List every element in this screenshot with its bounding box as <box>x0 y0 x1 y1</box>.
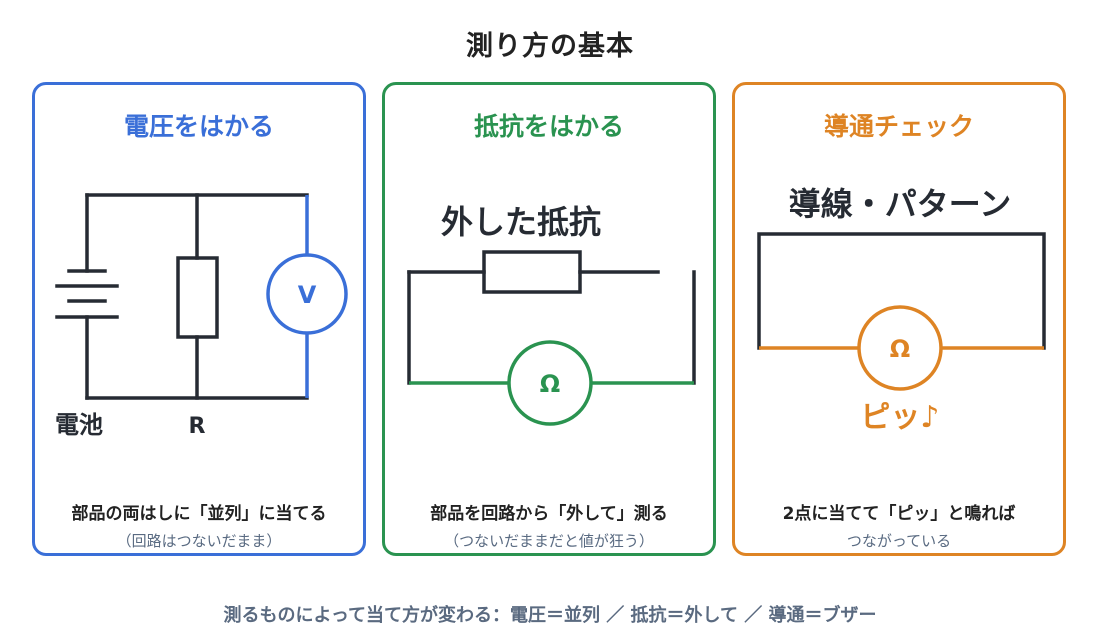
panel-voltage: 電圧をはかる V 電池 R 部品の両はしに「 <box>32 82 366 556</box>
continuity-meter-label: Ω <box>890 335 910 363</box>
ohmmeter-label: Ω <box>540 370 560 398</box>
removed-resistor-heading: 外した抵抗 <box>441 203 601 241</box>
panel-resistance: 抵抗をはかる 外した抵抗 Ω 部品を回路から「外して」測る （つないだままだと値… <box>382 82 716 556</box>
battery-label: 電池 <box>55 411 103 439</box>
continuity-meter-circle <box>857 305 943 391</box>
removed-resistor-symbol <box>482 250 582 294</box>
panel-title-resistance: 抵抗をはかる <box>473 112 624 141</box>
panel-sub-voltage: （回路はつないだまま） <box>116 532 282 550</box>
panel-desc-resistance: 部品を回路から「外して」測る <box>430 504 668 524</box>
panel-continuity: 導通チェック 導線・パターン Ω ピッ♪ 2点に当てて「ピッ」と鳴れば つながっ… <box>732 82 1066 556</box>
beep-label: ピッ♪ <box>860 400 939 435</box>
footer-summary: 測るものによって当て方が変わる：電圧＝並列 ／ 抵抗＝外して ／ 導通＝ブザー <box>223 605 877 626</box>
resistor-symbol <box>176 256 219 339</box>
page-title: 測り方の基本 <box>466 31 634 62</box>
continuity-circuit-diagram: 導線・パターン Ω ピッ♪ <box>757 185 1046 435</box>
resistance-circuit-diagram: 外した抵抗 Ω <box>407 203 696 426</box>
panel-sub-resistance: （つないだままだと値が狂う） <box>444 532 654 550</box>
voltmeter-circle <box>266 253 348 335</box>
panel-title-voltage: 電圧をはかる <box>123 112 274 141</box>
panel-desc-continuity: 2点に当てて「ピッ」と鳴れば <box>782 504 1016 524</box>
voltage-circuit-diagram: V 電池 R <box>55 193 348 439</box>
panel-title-continuity: 導通チェック <box>823 112 974 141</box>
ohmmeter-circle <box>507 340 593 426</box>
panel-sub-continuity: つながっている <box>846 532 952 550</box>
voltmeter-label: V <box>298 281 317 309</box>
continuity-wire <box>757 232 1046 350</box>
wire-pattern-heading: 導線・パターン <box>789 185 1011 223</box>
panel-desc-voltage: 部品の両はしに「並列」に当てる <box>71 504 327 524</box>
resistor-label: R <box>189 414 206 439</box>
